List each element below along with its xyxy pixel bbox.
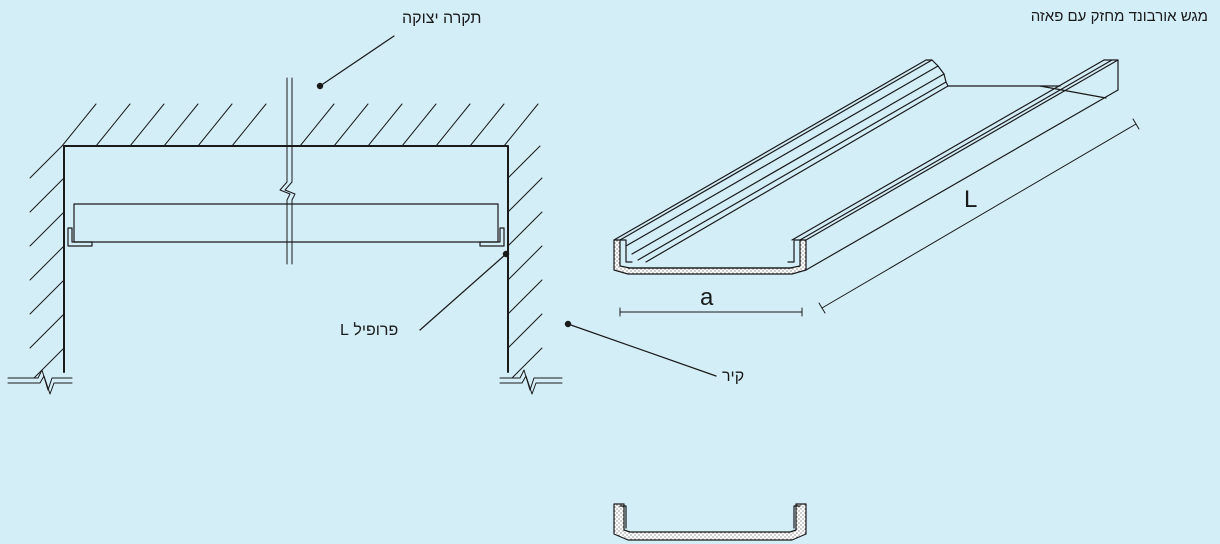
- l-profile-right: [479, 227, 505, 247]
- dimension-L-line: [818, 118, 1140, 314]
- left-wall-hatch: [29, 145, 65, 379]
- floor-break-left: [7, 369, 73, 395]
- l-profile-left: [67, 227, 93, 247]
- wall-label: קיר: [722, 368, 745, 385]
- ceiling-hatch: [61, 103, 539, 147]
- drawing-title: מגש אורבונד מחזק עם פאזה: [1030, 8, 1208, 25]
- floor-break-right: [499, 369, 563, 395]
- dimension-L-label: L: [964, 186, 978, 213]
- room-outline: [63, 145, 509, 373]
- l-profile-label: פרופיל L: [340, 322, 399, 339]
- dimension-a-label: a: [700, 284, 714, 311]
- tray-isometric: [613, 59, 1119, 275]
- tray-cross-section: [613, 503, 807, 541]
- ceiling-leader: [316, 35, 395, 90]
- hanger-rod: [279, 77, 296, 265]
- profile-leader: [419, 250, 510, 331]
- ceiling-tray-section: [73, 203, 499, 243]
- wall-leader: [564, 320, 717, 377]
- ceiling-label: תקרה יצוקה: [402, 10, 482, 27]
- right-wall-hatch: [507, 145, 543, 379]
- dimension-a-line: [619, 307, 803, 317]
